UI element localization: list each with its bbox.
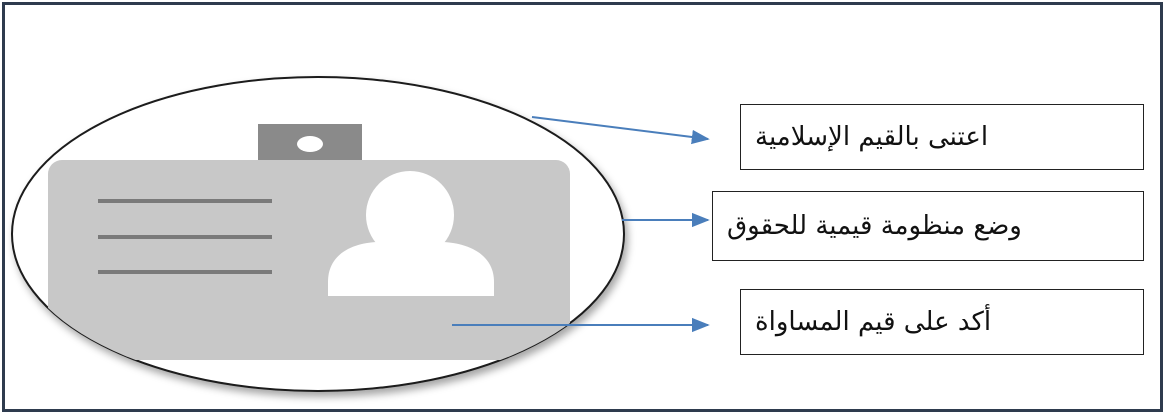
badge-clip-hole xyxy=(297,136,323,152)
arrow-1 xyxy=(531,116,710,145)
badge-card xyxy=(48,160,570,360)
label-text: وضع منظومة قيمية للحقوق xyxy=(727,211,1022,241)
label-box-rights-system: وضع منظومة قيمية للحقوق xyxy=(712,191,1144,261)
label-text: أكد على قيم المساواة xyxy=(755,307,992,337)
id-badge-icon xyxy=(11,76,625,392)
label-box-islamic-values: اعتنى بالقيم الإسلامية xyxy=(740,104,1144,170)
label-text: اعتنى بالقيم الإسلامية xyxy=(755,122,989,152)
avatar-body xyxy=(328,242,494,296)
label-box-equality-values: أكد على قيم المساواة xyxy=(740,289,1144,355)
avatar-head xyxy=(366,171,454,259)
